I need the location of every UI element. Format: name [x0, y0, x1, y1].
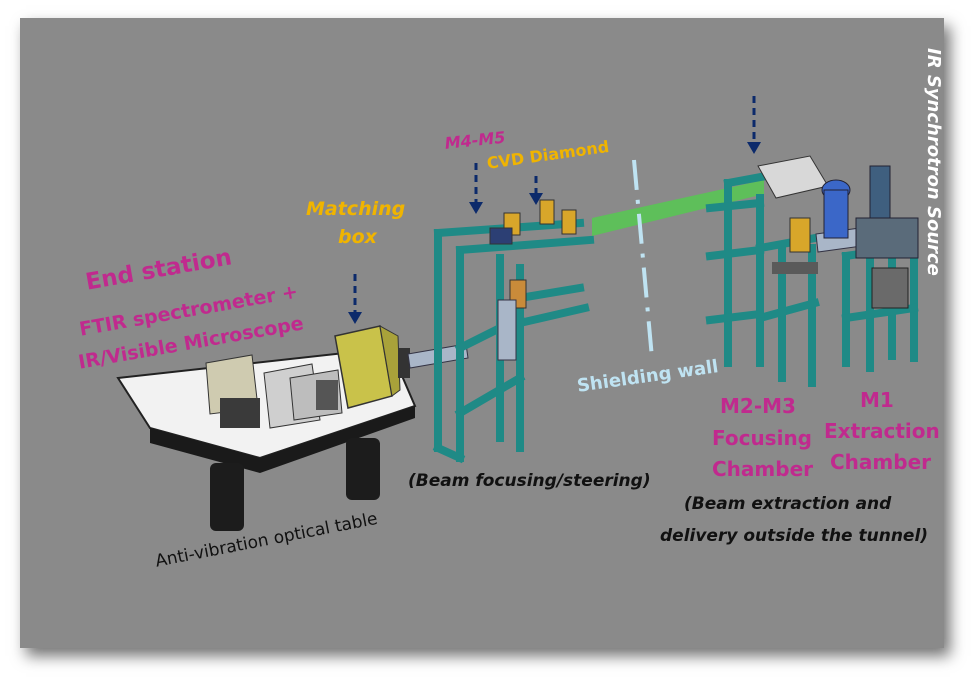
m2-m3-frame [705, 163, 820, 387]
m1-label-1: M1 [860, 388, 894, 412]
matching-box-label-2: box [338, 226, 377, 248]
m4-m5-mirrors [489, 199, 577, 361]
diagram-panel: End station FTIR spectrometer + IR/Visib… [20, 18, 944, 648]
m2-m3-chamber [757, 155, 829, 274]
m1-label-3: Chamber [830, 450, 931, 474]
table-leg [210, 463, 244, 531]
optical-table [116, 346, 417, 531]
beam-extraction-label-2: delivery outside the tunnel) [660, 526, 929, 546]
m2-m3-label-2: Focusing [712, 426, 812, 450]
ir-source-label: IR Synchrotron Source [923, 48, 944, 276]
ftir-spectrometer [205, 354, 343, 429]
source-arrow [747, 96, 761, 154]
beamline-illustration [116, 96, 919, 531]
matching-box-arrow [348, 274, 362, 324]
m1-label-2: Extraction [824, 419, 940, 443]
matching-box [334, 325, 410, 409]
cvd-diamond-arrow [529, 176, 543, 205]
matching-box-label-1: Matching [306, 198, 406, 220]
beam-extraction-label-1: (Beam extraction and [684, 494, 892, 514]
beam-focusing-label: (Beam focusing/steering) [408, 471, 651, 491]
m2-m3-label-3: Chamber [712, 457, 813, 481]
ir-beam [592, 180, 764, 236]
shielding-wall-line [632, 159, 654, 359]
m2-m3-label-1: M2-M3 [720, 394, 796, 418]
m4-m5-arrow [469, 163, 483, 214]
table-leg [346, 438, 380, 500]
m1-chamber [821, 165, 919, 309]
